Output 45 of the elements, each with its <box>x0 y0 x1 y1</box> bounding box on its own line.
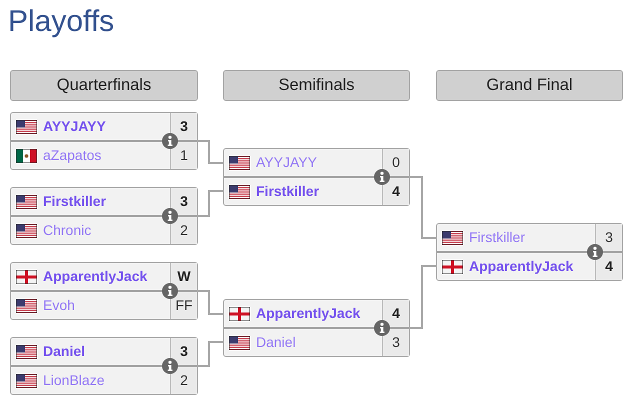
player-name: ApparentlyJack <box>256 304 360 323</box>
score-cell: 3 <box>170 113 197 140</box>
player-name: LionBlaze <box>43 371 104 390</box>
score-cell: 2 <box>170 367 197 394</box>
match-card <box>223 148 410 206</box>
score-cell: 3 <box>170 188 197 215</box>
score-cell: FF <box>170 292 197 319</box>
round-header: Semifinals <box>223 70 410 101</box>
score-cell: 4 <box>382 178 409 205</box>
score-cell: 3 <box>382 329 409 356</box>
match-card <box>10 187 198 245</box>
match-card <box>223 299 410 357</box>
score-cell: 4 <box>595 253 622 280</box>
player-name: Daniel <box>43 342 86 361</box>
bracket-line <box>410 265 436 329</box>
bracket-line <box>198 341 223 367</box>
player-name: Daniel <box>256 333 296 352</box>
score-cell: 1 <box>170 142 197 169</box>
match-card <box>10 262 198 320</box>
score-cell: 4 <box>382 300 409 327</box>
match-card <box>10 112 198 170</box>
bracket-line <box>410 176 436 239</box>
player-name: Firstkiller <box>256 182 320 201</box>
page-title: Playoffs <box>8 4 114 40</box>
bracket-line <box>198 290 223 315</box>
round-header: Grand Final <box>436 70 623 101</box>
player-name: ApparentlyJack <box>469 257 574 276</box>
player-name: Firstkiller <box>43 192 106 211</box>
score-cell: W <box>170 263 197 290</box>
score-cell: 0 <box>382 149 409 176</box>
player-name: Firstkiller <box>469 228 525 247</box>
score-cell: 2 <box>170 217 197 244</box>
bracket-line <box>198 140 223 164</box>
match-card <box>10 337 198 395</box>
player-name: AYYJAYY <box>256 153 317 172</box>
score-cell: 3 <box>595 224 622 251</box>
player-name: AYYJAYY <box>43 117 106 136</box>
score-cell: 3 <box>170 338 197 365</box>
player-name: aZapatos <box>43 146 102 165</box>
player-name: Chronic <box>43 221 92 240</box>
player-name: Evoh <box>43 296 75 315</box>
match-card <box>436 223 623 281</box>
round-header: Quarterfinals <box>10 70 198 101</box>
bracket-line <box>198 190 223 217</box>
player-name: ApparentlyJack <box>43 267 148 286</box>
